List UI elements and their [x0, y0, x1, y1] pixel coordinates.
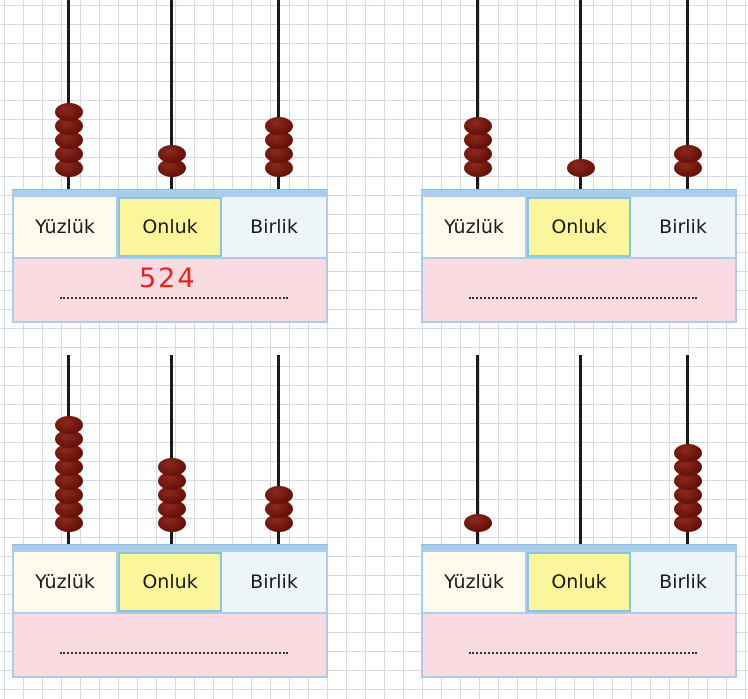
abacus-base-bar [421, 544, 737, 552]
answer-dotted-line [60, 289, 288, 299]
hundreds-label: Yüzlük [14, 197, 118, 257]
bead-hundreds [463, 117, 492, 135]
answer-value: 524 [139, 263, 197, 294]
tens-label: Onluk [118, 552, 222, 612]
abacus-base-bar [12, 189, 328, 197]
tens-label: Onluk [527, 552, 631, 612]
bead-hundreds [54, 514, 83, 532]
bead-hundreds [54, 458, 83, 476]
rod-hundreds [67, 0, 70, 189]
bead-ones [264, 514, 293, 532]
bead-ones [264, 145, 293, 163]
tens-label: Onluk [527, 197, 631, 257]
abacus-base-bar [421, 189, 737, 197]
bead-hundreds [54, 444, 83, 462]
answer-dotted-line [469, 644, 697, 654]
bead-ones [264, 500, 293, 518]
rod-hundreds [476, 355, 479, 544]
bead-hundreds [463, 145, 492, 163]
bead-hundreds [463, 159, 492, 177]
ones-label: Birlik [631, 197, 735, 257]
bead-hundreds [54, 131, 83, 149]
abacus-base-bar [12, 544, 328, 552]
rod-ones [277, 355, 280, 544]
bead-hundreds [54, 103, 83, 121]
hundreds-label: Yüzlük [423, 552, 527, 612]
bead-ones [673, 145, 702, 163]
hundreds-label: Yüzlük [423, 197, 527, 257]
answer-box[interactable]: 524 [12, 259, 328, 323]
bead-ones [673, 500, 702, 518]
bead-tens [157, 514, 186, 532]
hundreds-label: Yüzlük [14, 552, 118, 612]
rod-tens [579, 0, 582, 189]
bead-ones [264, 486, 293, 504]
bead-ones [673, 514, 702, 532]
rod-tens [170, 355, 173, 544]
bead-ones [673, 458, 702, 476]
bead-tens [157, 500, 186, 518]
bead-hundreds [463, 514, 492, 532]
bead-ones [264, 159, 293, 177]
bead-hundreds [54, 159, 83, 177]
rod-ones [686, 0, 689, 189]
bead-tens [566, 159, 595, 177]
answer-dotted-line [469, 289, 697, 299]
bead-tens [157, 145, 186, 163]
bead-hundreds [54, 117, 83, 135]
ones-label: Birlik [222, 197, 326, 257]
tens-label: Onluk [118, 197, 222, 257]
answer-box[interactable] [12, 614, 328, 678]
ones-label: Birlik [222, 552, 326, 612]
bead-ones [673, 159, 702, 177]
bead-tens [157, 472, 186, 490]
bead-hundreds [54, 486, 83, 504]
rod-tens [579, 355, 582, 544]
bead-tens [157, 458, 186, 476]
answer-box[interactable] [421, 259, 737, 323]
ones-label: Birlik [631, 552, 735, 612]
answer-dotted-line [60, 644, 288, 654]
bead-tens [157, 159, 186, 177]
bead-ones [673, 472, 702, 490]
bead-ones [264, 117, 293, 135]
bead-ones [673, 486, 702, 504]
answer-box[interactable] [421, 614, 737, 678]
bead-hundreds [54, 472, 83, 490]
bead-hundreds [54, 500, 83, 518]
rod-ones [277, 0, 280, 189]
bead-hundreds [463, 131, 492, 149]
rod-hundreds [476, 0, 479, 189]
bead-hundreds [54, 416, 83, 434]
rod-tens [170, 0, 173, 189]
bead-ones [673, 444, 702, 462]
bead-ones [264, 131, 293, 149]
bead-hundreds [54, 430, 83, 448]
bead-hundreds [54, 145, 83, 163]
bead-tens [157, 486, 186, 504]
